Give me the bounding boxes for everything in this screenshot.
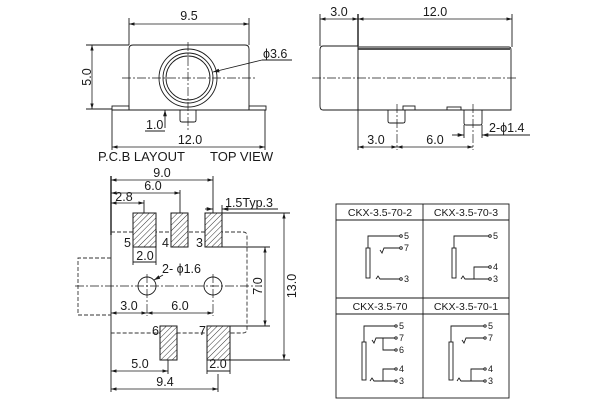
dim-pad-typ: 1.5Typ.3	[225, 196, 273, 210]
front-pin-offset-label: 1.0	[146, 118, 163, 132]
variant-name-4: CKX-3.5-70-1	[434, 301, 498, 313]
pad-5	[132, 212, 157, 248]
pad-label-4: 4	[162, 236, 169, 250]
side-front-length-label: 3.0	[330, 5, 347, 19]
schematic-ckx-3-5-70-1: 5 7 4 3	[448, 321, 493, 386]
dim-7-0: 7.0	[251, 277, 265, 294]
pin-label: 3	[493, 274, 498, 284]
side-view: 3.0 12.0 3.0 6.0 2-ϕ1.4	[312, 5, 530, 150]
schematic-ckx-3-5-70-3: 5 4 3	[451, 231, 498, 284]
pin-label: 5	[404, 231, 409, 241]
pin-label: 7	[399, 333, 404, 343]
dim-pad-width-bottom: 2.0	[209, 357, 226, 371]
pad-3	[204, 212, 223, 248]
pcb-layout: P.C.B LAYOUT TOP VIEW 9.0 6.0 2.8 1.5Typ…	[75, 149, 299, 392]
front-diameter-label: ϕ3.6	[263, 47, 287, 61]
pin-label: 4	[399, 364, 404, 374]
variant-table: CKX-3.5-70-2 CKX-3.5-70-3 CKX-3.5-70 CKX…	[335, 203, 510, 399]
schematic-ckx-3-5-70-2: 5 7 3	[365, 231, 409, 284]
pin-label: 3	[488, 376, 493, 386]
pad-6	[159, 325, 178, 361]
dim-5-0: 5.0	[131, 357, 148, 371]
pin-label: 7	[404, 243, 409, 253]
side-pin1-offset-label: 3.0	[367, 133, 384, 147]
pad-label-6: 6	[152, 324, 159, 338]
pin-label: 7	[488, 333, 493, 343]
side-body	[357, 46, 512, 111]
pin-label: 3	[399, 376, 404, 386]
front-width-label: 9.5	[180, 9, 197, 23]
schematic-ckx-3-5-70: 5 7 6 4 3	[361, 321, 404, 386]
jack-body	[128, 44, 250, 109]
dim-6-0: 6.0	[144, 179, 161, 193]
dim-hole-diameter: 2- ϕ1.6	[162, 262, 201, 276]
variant-name-2: CKX-3.5-70-3	[434, 207, 498, 219]
pin-label: 5	[493, 231, 498, 241]
pad-7	[206, 325, 231, 361]
variant-name-1: CKX-3.5-70-2	[348, 207, 412, 219]
pad-label-5: 5	[124, 236, 131, 250]
dim-pad-width-top: 2.0	[136, 249, 153, 263]
dim-9-0: 9.0	[153, 166, 170, 180]
variant-name-3: CKX-3.5-70	[353, 301, 408, 313]
front-height-label: 5.0	[80, 68, 94, 85]
dim-hole-x: 3.0	[120, 299, 137, 313]
front-view: 9.5 5.0 ϕ3.6 1.0 12.0	[80, 9, 292, 150]
pin-label: 5	[399, 321, 404, 331]
side-pin-diameter-label: 2-ϕ1.4	[489, 121, 525, 135]
pin-label: 4	[488, 364, 493, 374]
side-pin-pitch-label: 6.0	[426, 133, 443, 147]
pin-label: 3	[404, 274, 409, 284]
dim-13-0: 13.0	[285, 274, 299, 298]
dim-2-8: 2.8	[115, 190, 132, 204]
pcb-layout-title: P.C.B LAYOUT	[98, 149, 185, 164]
pin-label: 4	[493, 262, 498, 272]
side-body-length-label: 12.0	[423, 5, 447, 19]
pin-label: 6	[399, 345, 404, 355]
pin-label: 5	[488, 321, 493, 331]
pad-4	[170, 212, 189, 248]
pad-label-3: 3	[196, 236, 203, 250]
dim-9-4: 9.4	[156, 375, 173, 389]
front-length-label: 12.0	[178, 133, 202, 147]
dim-hole-pitch: 6.0	[171, 299, 188, 313]
pad-label-7: 7	[199, 324, 206, 338]
front-pin	[179, 110, 197, 123]
top-view-title: TOP VIEW	[210, 149, 274, 164]
